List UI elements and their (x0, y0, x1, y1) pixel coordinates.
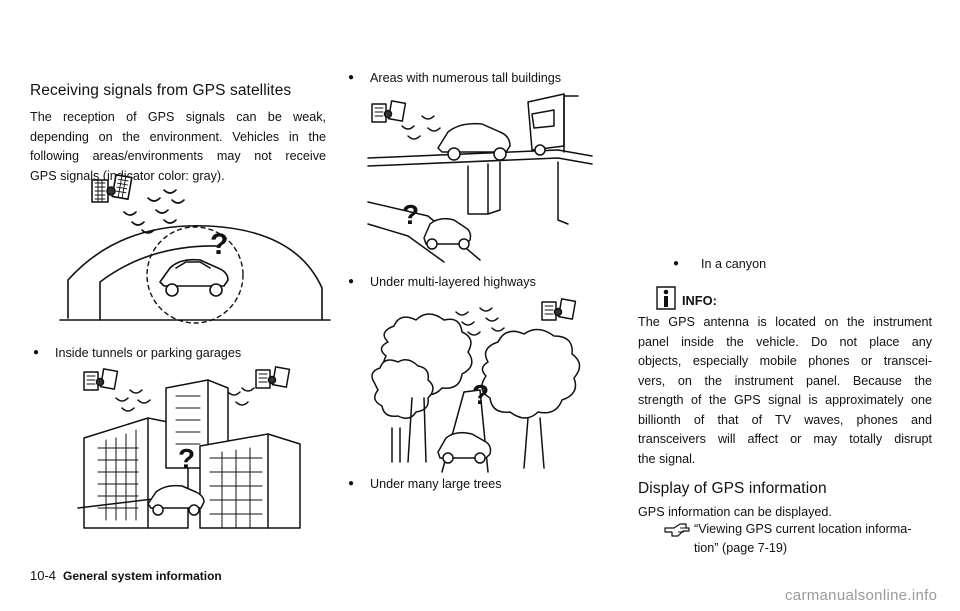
info-line-1: The GPS antenna is located on the instru… (638, 315, 932, 329)
section-heading-display-gps: Display of GPS information (638, 480, 827, 497)
bullet-tall-buildings: ● Areas with numerous tall buildings (348, 70, 561, 86)
tunnel-illustration: ? (59, 173, 331, 324)
bullet-marker: ● (348, 72, 355, 83)
reference-pointer-icon (664, 522, 690, 537)
bullet-multi-layered-highways-text: Under multi-layered highways (370, 275, 536, 289)
bullet-multi-layered-highways: ● Under multi-layered highways (348, 274, 536, 290)
question-mark: ? (210, 228, 228, 261)
chapter-title: General system information (63, 569, 222, 583)
bullet-marker: ● (348, 478, 355, 489)
intro-line-2: depending on the environment. Vehicles i… (30, 129, 326, 144)
bullet-large-trees: ● Under many large trees (348, 476, 502, 492)
bullet-marker: ● (348, 276, 355, 287)
page-footer: 10-4 General system information (30, 568, 222, 583)
bullet-canyon: ● In a canyon (673, 256, 766, 272)
bullet-tunnels-text: Inside tunnels or parking garages (55, 346, 242, 360)
satellite-icon (255, 366, 291, 389)
section-heading-receiving-signals: Receiving signals from GPS satellites (30, 82, 292, 99)
reference-text-line1: “Viewing GPS current location informa- (694, 522, 912, 536)
info-title: INFO: (682, 293, 717, 308)
bullet-tall-buildings-text: Areas with numerous tall buildings (370, 71, 562, 85)
bullet-marker: ● (33, 347, 40, 358)
reference-text-line2: tion” (page 7-19) (694, 541, 788, 555)
buildings-illustration: ? (77, 366, 301, 529)
gps-display-paragraph: GPS information can be displayed. (638, 505, 832, 519)
info-line-5: strength of the GPS signal is approximat… (638, 393, 932, 407)
page-reference[interactable]: “Viewing GPS current location informa- (664, 520, 911, 539)
question-mark: ? (178, 443, 195, 474)
info-line-4: vers, on the instrument panel. Because t… (638, 373, 932, 388)
intro-line-1: The reception of GPS signals can be weak… (30, 110, 326, 124)
info-line-2: panel inside the vehicle. Do not place a… (638, 334, 932, 349)
intro-line-3: following areas/environments may not rec… (30, 149, 326, 163)
info-header: INFO: (656, 286, 717, 310)
info-line-8: the signal. (638, 451, 696, 466)
bullet-tunnels: ● Inside tunnels or parking garages (33, 345, 241, 361)
satellite-icon (91, 173, 133, 203)
intro-line-4: GPS signals (indicator color: gray). (30, 168, 225, 183)
info-line-7: transceivers will affect or may totally … (638, 432, 932, 446)
satellite-icon (541, 298, 577, 321)
trees-illustration: ? (371, 298, 581, 473)
highway-illustration: ? (367, 93, 593, 263)
info-line-6: billionth of that of TV waves, phones an… (638, 412, 932, 427)
bullet-large-trees-text: Under many large trees (370, 477, 502, 491)
bullet-marker: ● (673, 258, 680, 269)
bullet-canyon-text: In a canyon (701, 257, 767, 271)
question-mark: ? (472, 379, 489, 410)
page-number: 10-4 (30, 568, 57, 583)
satellite-icon (83, 368, 119, 391)
info-paragraph: The GPS antenna is located on the instru… (638, 313, 932, 469)
intro-paragraph: The reception of GPS signals can be weak… (30, 108, 326, 186)
question-mark: ? (402, 199, 419, 230)
info-icon (656, 286, 676, 310)
satellite-icon (371, 100, 407, 123)
watermark: carmanualsonline.info (785, 587, 938, 604)
info-line-3: objects, especially mobile phones or tra… (638, 354, 932, 368)
